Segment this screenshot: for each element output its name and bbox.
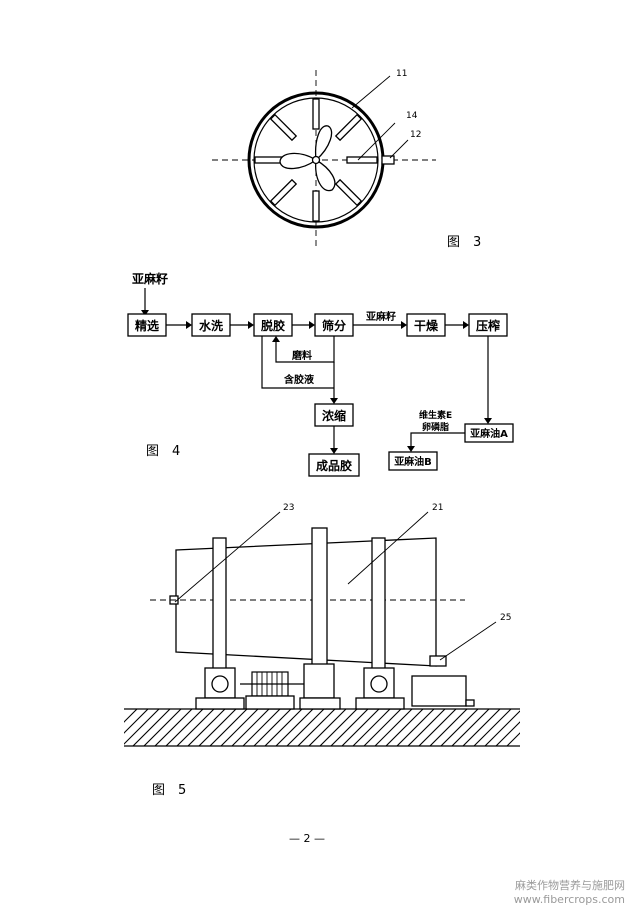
fig4-arrow-to-oilB	[410, 432, 465, 448]
fig3-leader-14	[357, 122, 396, 161]
fig3-leader-12	[389, 139, 409, 159]
page-number: — 2 —	[289, 832, 325, 845]
fig3-ref-12: 12	[410, 130, 421, 140]
fig5-leader-21	[347, 511, 429, 585]
fig5-ref-21: 21	[432, 503, 443, 513]
fig4-edge-label-seed: 亚麻籽	[366, 310, 396, 323]
fig3-shaft-stub	[381, 155, 395, 165]
fig3-drum-inner-ring	[253, 97, 379, 223]
fig4-box-chengpinjiao	[308, 453, 360, 477]
fig3-radial-blades	[254, 98, 378, 222]
figure-3-drum-cross-section: 11 14 12 图 3	[212, 69, 481, 250]
fig4-edge-label-vitamin-e: 维生素E	[419, 409, 452, 421]
fig5-motor	[240, 671, 304, 710]
figure-4-process-flowchart: 亚麻籽 精选 水洗 脱胶 筛分 干燥 压榨 亚麻籽 磨料	[127, 271, 514, 477]
fig4-edge-label-lecithin: 卵磷脂	[422, 421, 449, 433]
fig4-box-yamayouB	[388, 451, 438, 471]
fig3-ref-14: 14	[406, 111, 418, 121]
fig5-roller-base-right	[355, 667, 405, 710]
fig5-control-box-foot	[465, 699, 475, 707]
fig5-leader-23	[174, 511, 281, 603]
watermark-url: www.fibercrops.com	[514, 893, 625, 906]
fig3-caption: 图 3	[447, 235, 481, 250]
fig3-ref-11: 11	[396, 69, 407, 79]
fig3-leader-11	[351, 75, 391, 109]
fig4-box-shuixi-label: 水洗	[199, 318, 223, 333]
fig4-box-jingxuan-label: 精选	[135, 318, 159, 333]
fig3-propeller	[279, 125, 336, 192]
fig5-ref-23: 23	[283, 503, 294, 513]
fig5-ref-25: 25	[500, 613, 511, 623]
fig4-box-tuojiao-label: 脱胶	[261, 318, 285, 333]
fig4-line-gum-liquid	[261, 336, 334, 389]
fig5-roller-base-left	[195, 667, 245, 710]
fig4-box-shaifen-label: 筛分	[322, 318, 346, 333]
fig4-box-nongsuo-label: 浓缩	[322, 408, 346, 423]
figure-5-machine-side-view: 23 21 25 图 5	[124, 503, 520, 798]
fig4-box-yazha-label: 压榨	[476, 318, 500, 333]
fig5-gear-base	[299, 663, 341, 710]
fig5-control-box	[411, 675, 467, 707]
fig5-caption: 图 5	[152, 783, 186, 798]
fig4-input-label: 亚麻籽	[132, 271, 168, 286]
fig4-box-yamayouA-label: 亚麻油A	[470, 427, 508, 440]
fig4-box-ganzao-label: 干燥	[414, 318, 439, 333]
fig5-leader-25	[439, 621, 497, 661]
fig4-box-chengpinjiao-label: 成品胶	[316, 458, 352, 473]
fig4-edge-label-gum: 含胶液	[284, 373, 314, 386]
fig4-caption: 图 4	[146, 444, 180, 459]
fig5-outlet-stub	[429, 655, 447, 667]
fig4-box-yamayouB-label: 亚麻油B	[394, 455, 432, 468]
fig4-edge-label-grind: 磨料	[291, 349, 312, 362]
fig4-arrow-grind-loop	[275, 336, 335, 363]
watermark-site-name: 麻类作物营养与施肥网	[515, 878, 625, 892]
fig5-ground	[124, 708, 520, 747]
